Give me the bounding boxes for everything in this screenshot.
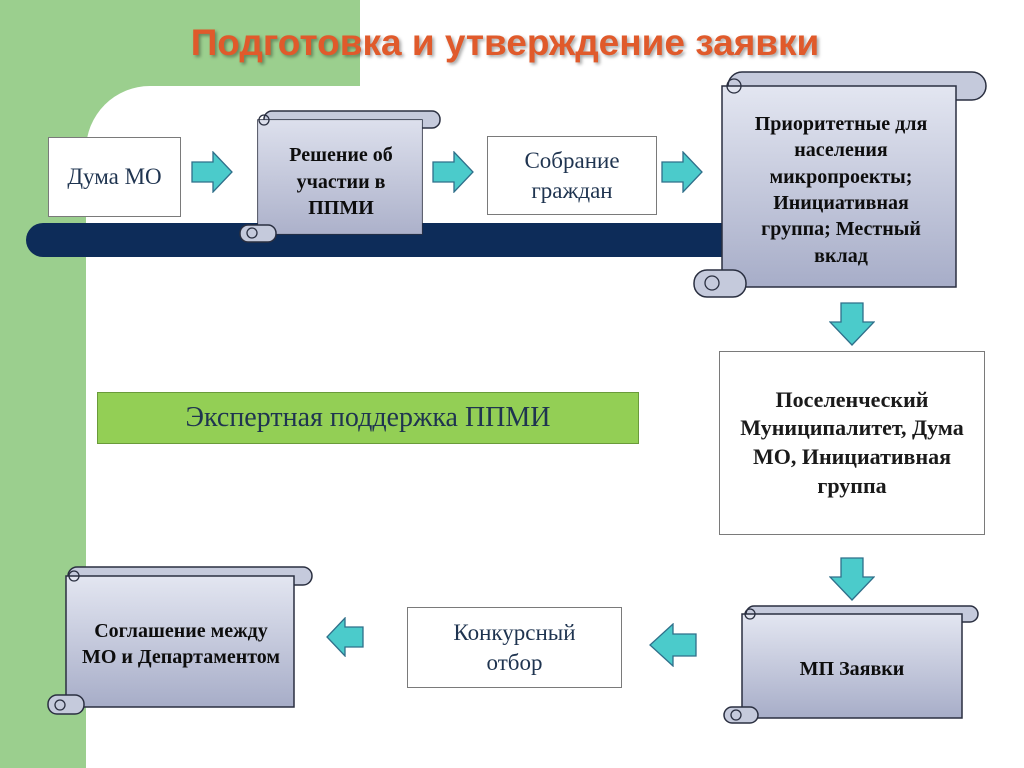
scroll-shape <box>47 566 313 715</box>
duma-box: Дума МО <box>48 137 181 217</box>
duma-label: Дума МО <box>67 164 162 190</box>
zayavki-label: МП Заявки <box>799 657 905 680</box>
arrow-right-icon <box>661 151 703 193</box>
poselench-box: Поселенческий Муниципалитет, Дума МО, Ин… <box>719 351 985 535</box>
zayavki-scroll: МП Заявки <box>723 605 979 724</box>
sobranie-label: Собрание граждан <box>524 147 620 203</box>
arrow-right-icon <box>432 151 474 193</box>
reshenie-scroll: Решение об участии в ППМИ <box>239 110 441 243</box>
arrow-left-icon <box>649 623 697 667</box>
scroll-shape <box>693 71 987 298</box>
arrow-down-icon <box>829 302 875 346</box>
prioritet-scroll: Приоритетные для населения микропроекты;… <box>693 71 987 298</box>
reshenie-label: Решение об участии в ППМИ <box>289 144 393 220</box>
soglashenie-label: Соглашение между МО и Департаментом <box>81 619 281 668</box>
arrow-down-icon <box>829 557 875 601</box>
scroll-shape <box>239 110 441 243</box>
prioritet-label: Приоритетные для населения микропроекты;… <box>754 112 928 267</box>
scroll-shape <box>723 605 979 724</box>
expert-support-box: Экспертная поддержка ППМИ <box>97 392 639 444</box>
arrow-left-icon <box>326 617 364 657</box>
soglashenie-scroll: Соглашение между МО и Департаментом <box>47 566 313 715</box>
konkurs-box: Конкурсный отбор <box>407 607 622 688</box>
expert-support-label: Экспертная поддержка ППМИ <box>185 402 551 433</box>
konkurs-label: Конкурсный отбор <box>453 619 576 675</box>
sobranie-box: Собрание граждан <box>487 136 657 215</box>
poselench-label: Поселенческий Муниципалитет, Дума МО, Ин… <box>740 386 964 498</box>
arrow-right-icon <box>191 151 233 193</box>
slide-title: Подготовка и утверждение заявки <box>190 22 820 63</box>
